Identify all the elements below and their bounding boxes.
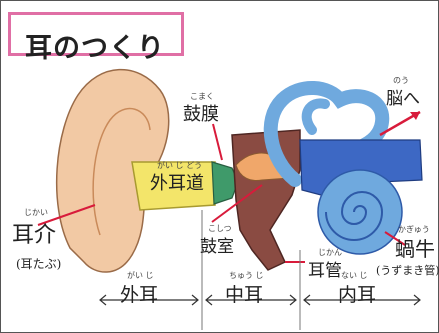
title-box: 耳のつくり <box>8 12 184 56</box>
to-brain-label: 脳へ <box>386 84 420 109</box>
auricle-label: 耳介 <box>12 217 56 249</box>
semicircular-canals-inner <box>307 103 325 130</box>
cochlea-shape <box>318 170 402 254</box>
outer-ear-label: 外耳 <box>120 280 158 307</box>
cochlea-label: 蝸牛 <box>395 233 435 262</box>
auricle-note: (耳たぶ) <box>16 255 61 272</box>
ear-canal-label: 外耳道 <box>150 169 204 195</box>
cochlea-note: (うずまき管) <box>376 262 439 278</box>
middle-ear-label: 中耳 <box>225 280 263 307</box>
inner-ear-label: 内耳 <box>338 280 376 307</box>
eustachian-tube-label: 耳管 <box>308 256 342 281</box>
page-title: 耳のつくり <box>25 26 165 65</box>
eardrum-pointer <box>213 124 222 160</box>
tympanic-cavity-label: 鼓室 <box>200 232 234 257</box>
eardrum-label: 鼓膜 <box>183 100 219 126</box>
